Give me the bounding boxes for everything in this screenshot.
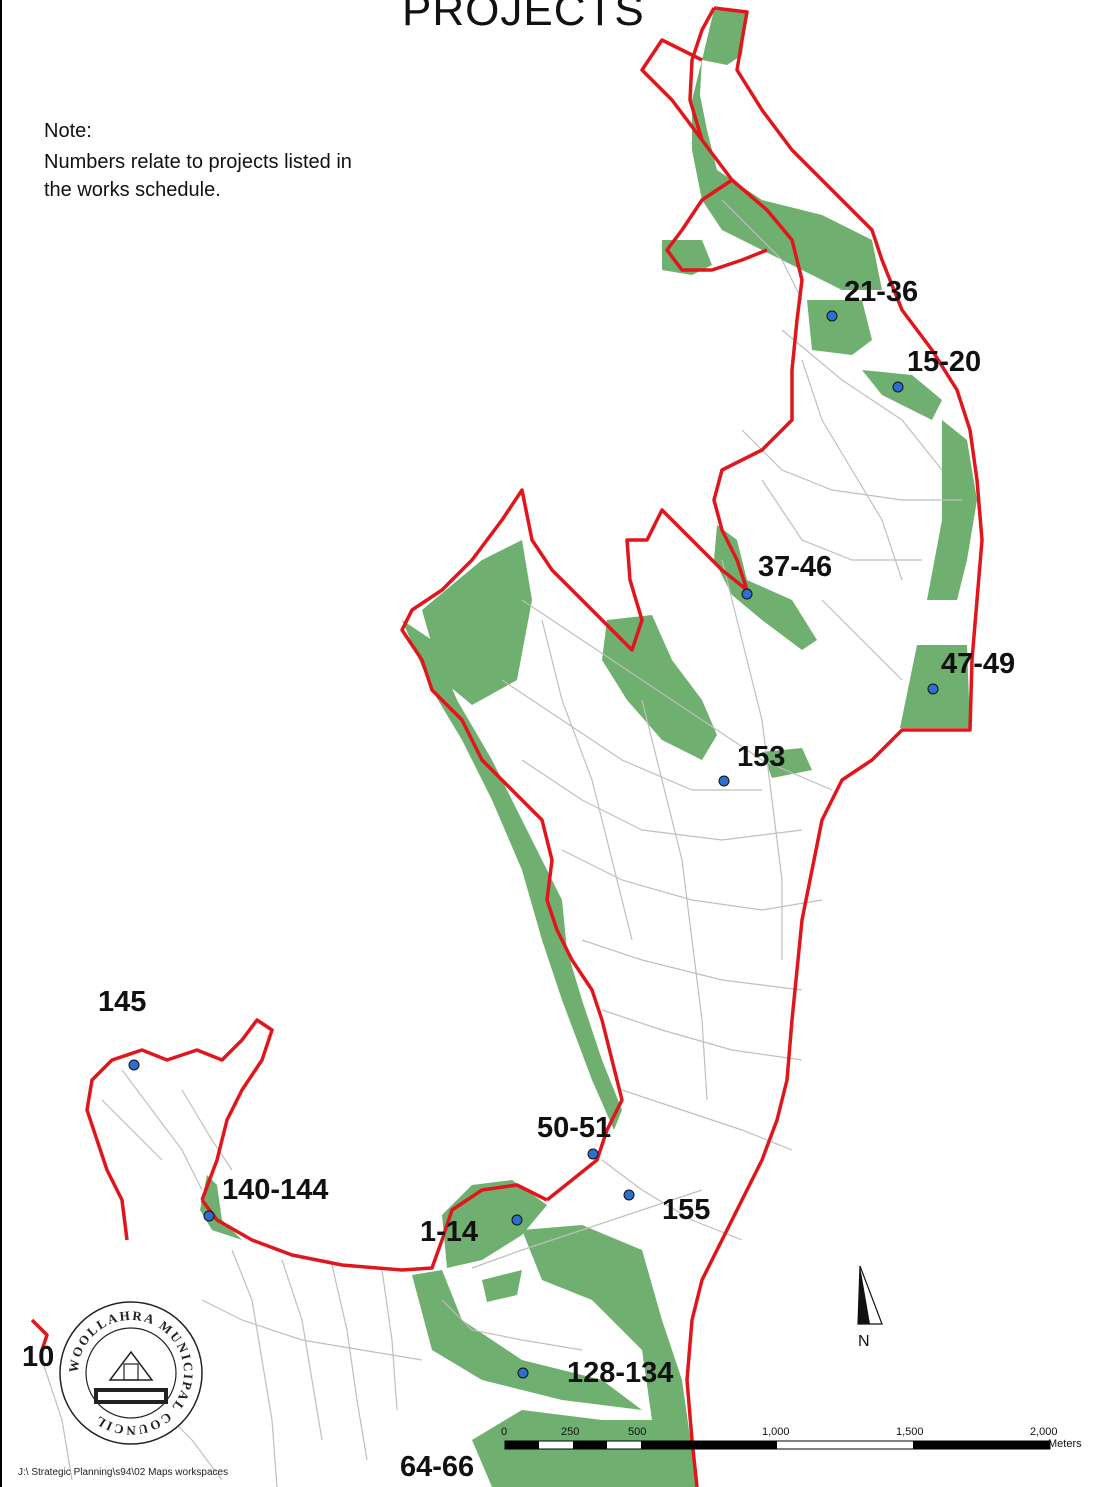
scale-tick-0: 0 bbox=[501, 1426, 508, 1438]
project-label-140-144: 140-144 bbox=[222, 1174, 329, 1206]
note-text: Numbers relate to projects listed in the… bbox=[44, 151, 352, 201]
boundary-rose-bay bbox=[200, 1183, 548, 1272]
open-space-northern-headland bbox=[692, 10, 882, 290]
open-space-21-36 bbox=[807, 300, 872, 355]
open-space-layer bbox=[200, 10, 977, 1487]
boundary-watsons-inlet bbox=[665, 178, 768, 272]
open-space-128-134 bbox=[412, 1270, 642, 1410]
project-label-128-134: 128-134 bbox=[567, 1357, 674, 1389]
project-label-10: 10 bbox=[22, 1341, 55, 1373]
project-label-155: 155 bbox=[662, 1194, 711, 1226]
project-point-37-46 bbox=[741, 588, 753, 600]
open-space-15-20 bbox=[862, 370, 942, 420]
boundary-bay-inlet bbox=[400, 488, 749, 1202]
footer-path: J:\ Strategic Planning\s94\02 Maps works… bbox=[18, 1467, 229, 1478]
open-space-37-46 bbox=[714, 525, 817, 650]
scale-bar bbox=[504, 1440, 1051, 1450]
boundary-main bbox=[685, 6, 984, 1487]
project-point-21-36 bbox=[826, 310, 838, 322]
project-point-47-49 bbox=[927, 683, 939, 695]
project-label-145: 145 bbox=[98, 986, 147, 1018]
scale-tick-2000: 2,000 bbox=[1030, 1426, 1058, 1438]
boundary-north-head-arm bbox=[640, 38, 704, 142]
scale-tick-1500: 1,500 bbox=[896, 1426, 924, 1438]
north-arrow-icon: N bbox=[848, 1262, 888, 1357]
project-point-153 bbox=[718, 775, 730, 787]
scale-tick-250: 250 bbox=[561, 1426, 580, 1438]
open-space-south-patch bbox=[482, 1270, 522, 1302]
project-label-153: 153 bbox=[737, 741, 786, 773]
project-point-15-20 bbox=[892, 381, 904, 393]
open-space-west-reserve bbox=[422, 540, 532, 705]
open-space-west-edge bbox=[402, 620, 622, 1130]
project-point-1-14 bbox=[511, 1214, 523, 1226]
open-space-140-144 bbox=[200, 1175, 242, 1240]
project-point-128-134 bbox=[517, 1367, 529, 1379]
project-point-50-51 bbox=[587, 1148, 599, 1160]
council-boundary bbox=[30, 6, 984, 1487]
open-space-ridge bbox=[762, 748, 812, 778]
project-label-1-14: 1-14 bbox=[420, 1216, 479, 1248]
project-label-21-36: 21-36 bbox=[844, 276, 919, 308]
open-space-southern-reserve bbox=[472, 1225, 697, 1487]
project-label-37-46: 37-46 bbox=[758, 551, 833, 583]
open-space-upper-east bbox=[662, 240, 712, 275]
note-heading: Note: bbox=[44, 120, 92, 142]
scale-tick-1000: 1,000 bbox=[762, 1426, 790, 1438]
boundary-point-piper bbox=[85, 1018, 274, 1241]
project-points bbox=[128, 310, 939, 1379]
project-point-145 bbox=[128, 1059, 140, 1071]
project-label-15-20: 15-20 bbox=[907, 346, 982, 378]
project-label-50-51: 50-51 bbox=[537, 1112, 612, 1144]
scale-tick-500: 500 bbox=[628, 1426, 647, 1438]
boundary-west-fragment bbox=[30, 1318, 49, 1351]
project-label-64-66: 64-66 bbox=[400, 1451, 475, 1483]
open-space-1-14 bbox=[442, 1180, 547, 1268]
council-seal-icon: WOOLLAHRA MUNICIPAL COUNCIL bbox=[58, 1300, 204, 1451]
boundary-northern-coast bbox=[688, 7, 804, 591]
project-point-155 bbox=[623, 1189, 635, 1201]
open-space-central bbox=[602, 615, 717, 760]
map-title: PROJECTS bbox=[402, 0, 645, 35]
scale-unit: Meters bbox=[1048, 1438, 1082, 1450]
street-network bbox=[41, 199, 962, 1487]
north-arrow-label: N bbox=[858, 1333, 870, 1350]
project-label-47-49: 47-49 bbox=[941, 648, 1016, 680]
project-point-140-144 bbox=[203, 1210, 215, 1222]
open-space-east-strip bbox=[927, 420, 977, 600]
